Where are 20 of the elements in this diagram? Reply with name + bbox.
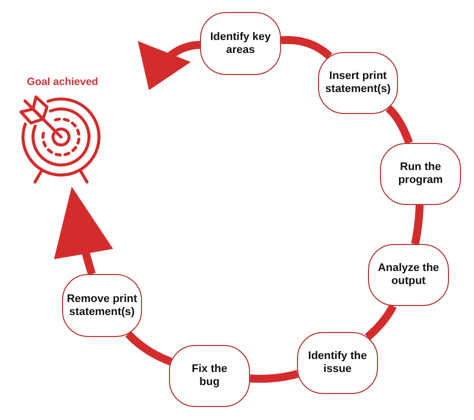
connector-line xyxy=(125,330,174,366)
step-label: Analyze the output xyxy=(376,262,440,288)
step-label: Identify key areas xyxy=(209,30,272,56)
step-box xyxy=(297,332,378,394)
step-box xyxy=(380,143,461,205)
step-box xyxy=(200,12,281,75)
connector-line xyxy=(384,104,413,146)
arrow xyxy=(54,186,114,276)
step-label: Insert print statement(s) xyxy=(324,70,392,96)
step-box xyxy=(169,345,250,407)
step-label: Fix the bug xyxy=(190,363,228,389)
connector-line xyxy=(364,302,397,340)
step-box xyxy=(368,244,449,306)
step-label: Run the program xyxy=(397,161,444,187)
step-label: Remove print statement(s) xyxy=(66,292,138,318)
goal-label: Goal achieved xyxy=(26,76,98,89)
step-box xyxy=(62,274,142,337)
step-box xyxy=(318,52,398,114)
arrow xyxy=(138,40,202,90)
step-label: Identify the issue xyxy=(307,350,368,376)
